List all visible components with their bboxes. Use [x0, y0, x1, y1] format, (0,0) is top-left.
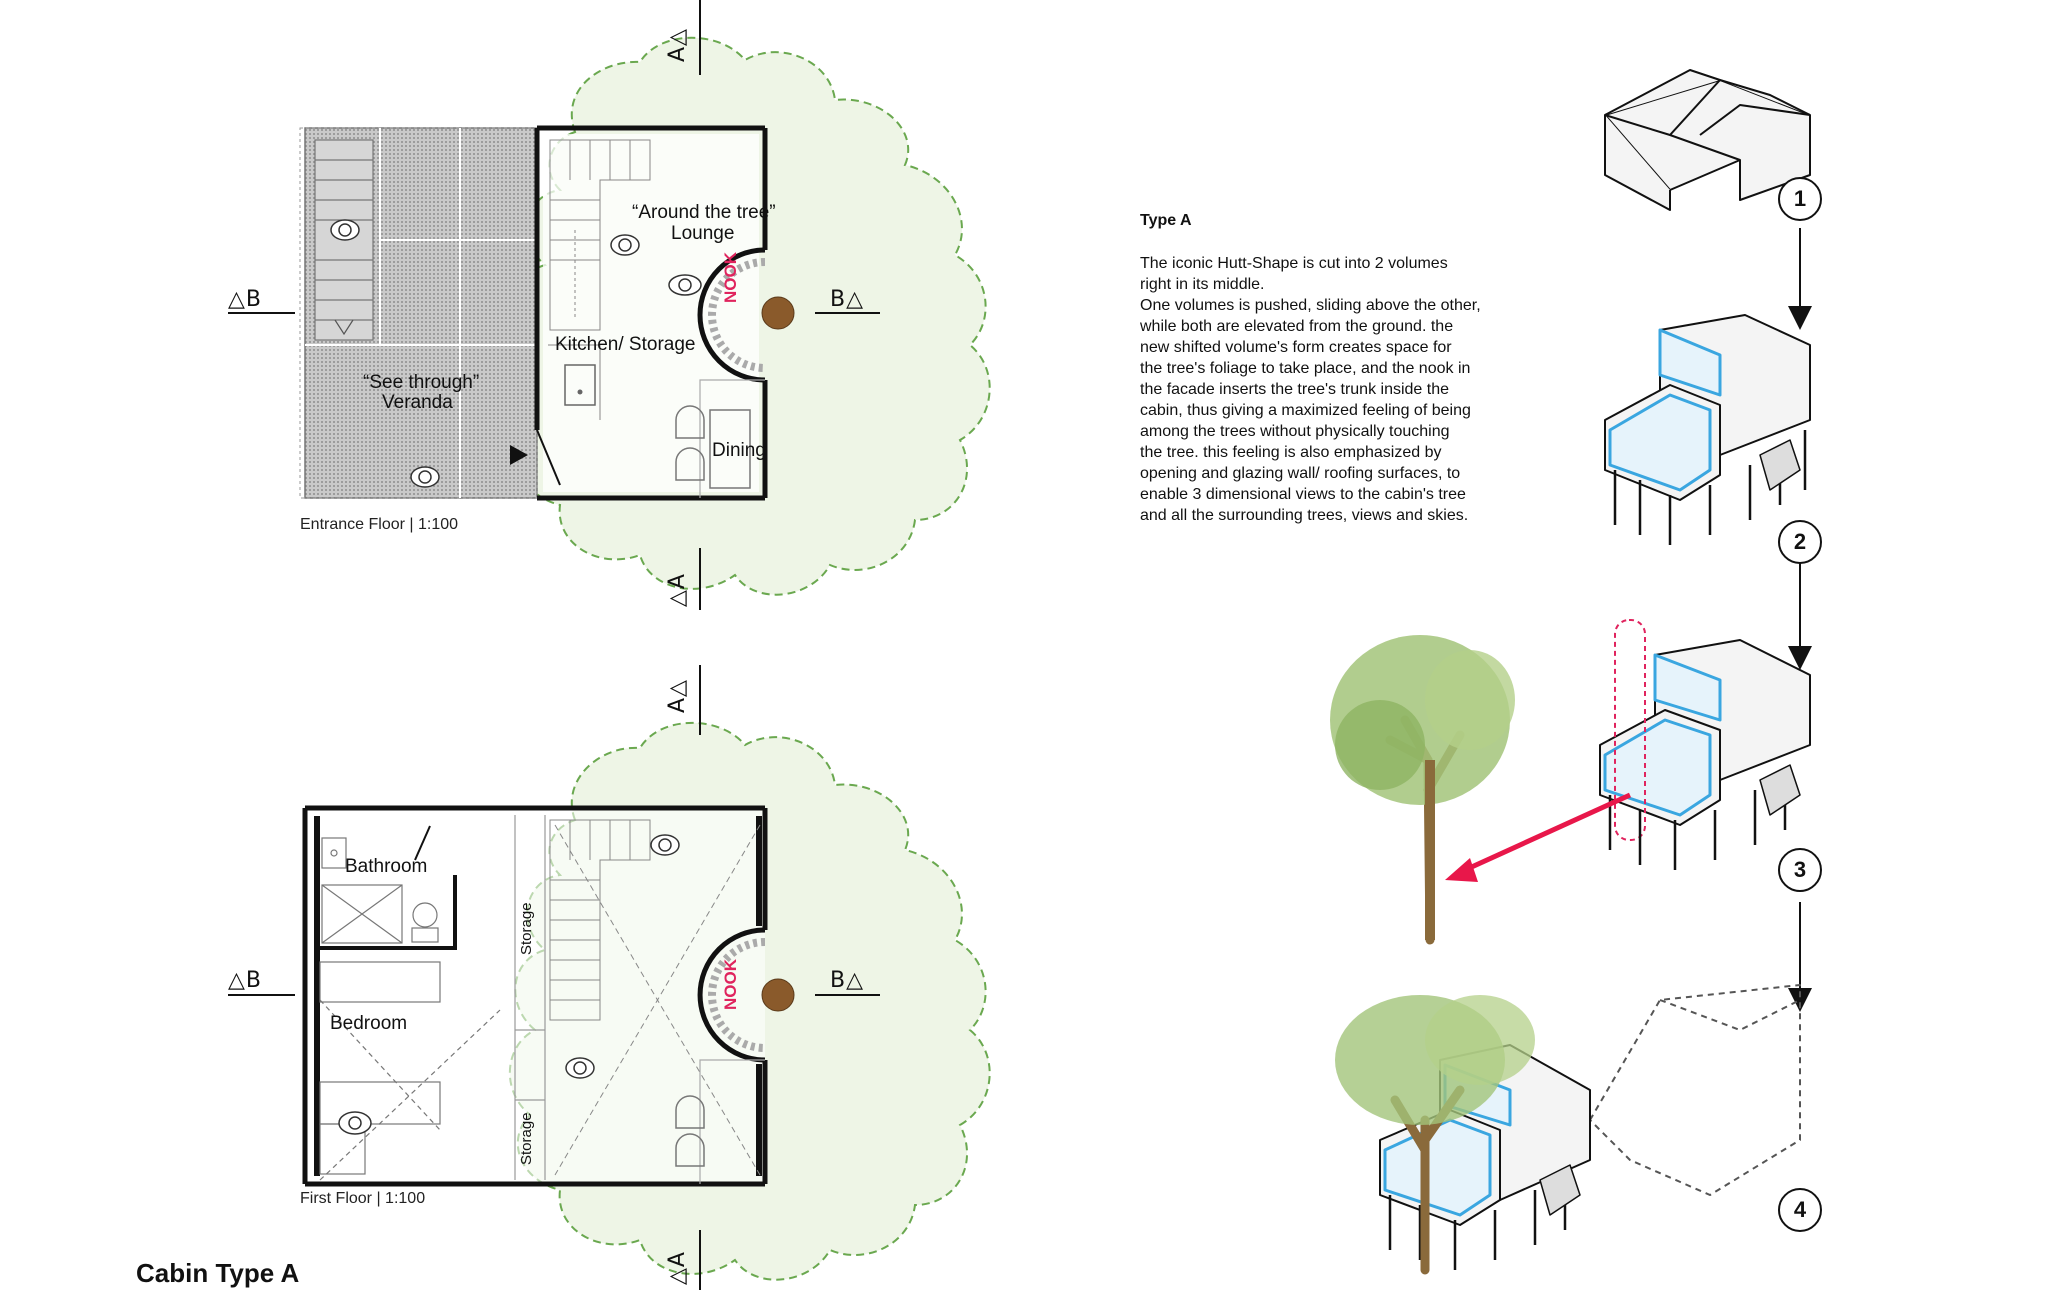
tree-insert-arrowhead [1445, 858, 1478, 882]
kitchen-label: Kitchen/ Storage [555, 334, 696, 355]
dining-label: Dining [712, 440, 766, 461]
section-a-top-entrance: A△ [665, 28, 690, 62]
first-floor-caption: First Floor | 1:100 [300, 1190, 426, 1207]
veranda-label-1: “See through” [363, 372, 480, 393]
step-3-tree [1330, 635, 1515, 945]
section-b-left-entrance: △B [228, 287, 263, 312]
person-figures-first [338, 834, 680, 1135]
entrance-walls [534, 125, 768, 501]
first-nook-wall [697, 927, 766, 1063]
first-floor-plan [302, 721, 991, 1281]
first-tree-trunk [761, 978, 795, 1012]
person-figures-entrance [330, 219, 702, 488]
description-line: among the trees without physically touch… [1140, 423, 1450, 440]
description-line: right in its middle. [1140, 276, 1265, 293]
triangle-icon: △ [228, 287, 246, 312]
description-line: enable 3 dimensional views to the cabin'… [1140, 486, 1466, 503]
step-2-number: 2 [1778, 520, 1822, 564]
entrance-nook-wall [697, 247, 766, 383]
bathroom-walls [318, 875, 457, 950]
description-line: opening and glazing wall/ roofing surfac… [1140, 465, 1461, 482]
section-a-bottom-first: △A [665, 1251, 690, 1285]
step-3-nook-insert [1599, 619, 1811, 870]
description-line: One volumes is pushed, sliding above the… [1140, 297, 1481, 314]
bathroom-label: Bathroom [345, 856, 428, 877]
entrance-arrow-icon [510, 445, 528, 465]
storage-label-1: Storage [518, 902, 535, 955]
step-4-final-cabin [1335, 984, 1801, 1275]
first-floor-chairs [675, 1095, 705, 1167]
step-1-hut-volume [1604, 69, 1811, 211]
section-a-top-first: A△ [665, 679, 690, 713]
dining-chairs [675, 405, 751, 489]
step-2-elevated-volume [1604, 314, 1811, 545]
description-line: while both are elevated from the ground.… [1140, 318, 1454, 335]
bathroom-fixtures [321, 837, 439, 944]
first-floor-stair [549, 819, 761, 1176]
triangle-icon: △ [665, 589, 690, 607]
entrance-floor-caption: Entrance Floor | 1:100 [300, 516, 459, 533]
first-nook-label: NOOK [721, 959, 740, 1010]
triangle-icon: △ [846, 287, 865, 312]
triangle-icon: △ [846, 968, 865, 993]
type-heading: Type A [1140, 212, 1192, 229]
section-lines [228, 0, 880, 1290]
kitchen-sink [564, 364, 596, 406]
page-title: Cabin Type A [136, 1258, 300, 1288]
first-floor-walls [302, 805, 768, 1187]
entrance-nook-label: NOOK [721, 252, 740, 303]
veranda-label-2: Veranda [382, 392, 453, 413]
storage-label-2: Storage [518, 1112, 535, 1165]
entrance-tree-trunk [761, 296, 795, 330]
section-a-bottom-entrance: △A [665, 573, 690, 607]
description-line: new shifted volume's form creates space … [1140, 339, 1452, 356]
description-line: cabin, thus giving a maximized feeling o… [1140, 402, 1471, 419]
triangle-icon: △ [665, 28, 690, 46]
veranda-grid [305, 128, 537, 498]
section-b-right-first: B△ [830, 968, 865, 993]
storage-zone [514, 815, 546, 1180]
tree-insert-arrow [1463, 792, 1632, 873]
description-line: the facade inserts the tree's trunk insi… [1140, 381, 1450, 398]
step-4-number: 4 [1778, 1188, 1822, 1232]
triangle-icon: △ [665, 1267, 690, 1285]
section-b-left-first: △B [228, 968, 263, 993]
type-description: The iconic Hutt-Shape is cut into 2 volu… [1140, 253, 1550, 526]
description-line: and all the surrounding trees, views and… [1140, 507, 1469, 524]
description-line: the tree. this feeling is also emphasize… [1140, 444, 1442, 461]
entrance-floor-plan [299, 36, 991, 596]
interior-stair [549, 139, 651, 331]
lounge-label-1: “Around the tree” [632, 202, 776, 223]
triangle-icon: △ [665, 679, 690, 697]
section-b-right-entrance: B△ [830, 287, 865, 312]
description-line: the tree's foliage to take place, and th… [1140, 360, 1471, 377]
lounge-label-2: Lounge [671, 223, 735, 244]
description-line: The iconic Hutt-Shape is cut into 2 volu… [1140, 255, 1448, 272]
bedroom-label: Bedroom [330, 1013, 408, 1034]
triangle-icon: △ [228, 968, 246, 993]
step-3-number: 3 [1778, 848, 1822, 892]
step-1-number: 1 [1778, 177, 1822, 221]
